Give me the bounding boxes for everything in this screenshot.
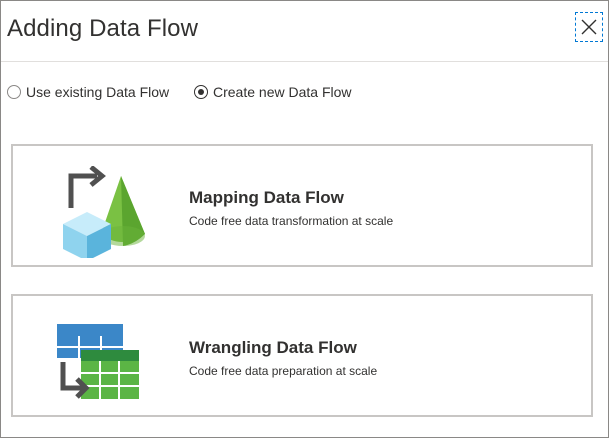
wrangling-data-flow-description: Code free data preparation at scale [189,364,378,378]
dialog-header: Adding Data Flow [1,1,608,62]
mapping-data-flow-title: Mapping Data Flow [189,188,344,207]
radio-use-existing-circle[interactable] [7,85,21,99]
mapping-data-flow-icon [53,165,153,263]
radio-create-new-label: Create new Data Flow [213,84,352,100]
radio-use-existing-label: Use existing Data Flow [26,84,170,100]
close-button[interactable] [575,12,603,42]
radio-create-new[interactable]: Create new Data Flow [194,84,352,100]
mapping-data-flow-card[interactable]: Mapping Data Flow Code free data transfo… [11,144,593,267]
mapping-data-flow-description: Code free data transformation at scale [189,214,394,228]
radio-create-new-circle[interactable] [194,85,208,99]
wrangling-data-flow-title: Wrangling Data Flow [189,338,357,357]
wrangling-data-flow-icon [53,316,153,413]
wrangling-data-flow-card[interactable]: Wrangling Data Flow Code free data prepa… [11,294,593,417]
close-icon [581,19,597,35]
dialog-title: Adding Data Flow [7,15,199,42]
radio-use-existing[interactable]: Use existing Data Flow [7,84,169,100]
